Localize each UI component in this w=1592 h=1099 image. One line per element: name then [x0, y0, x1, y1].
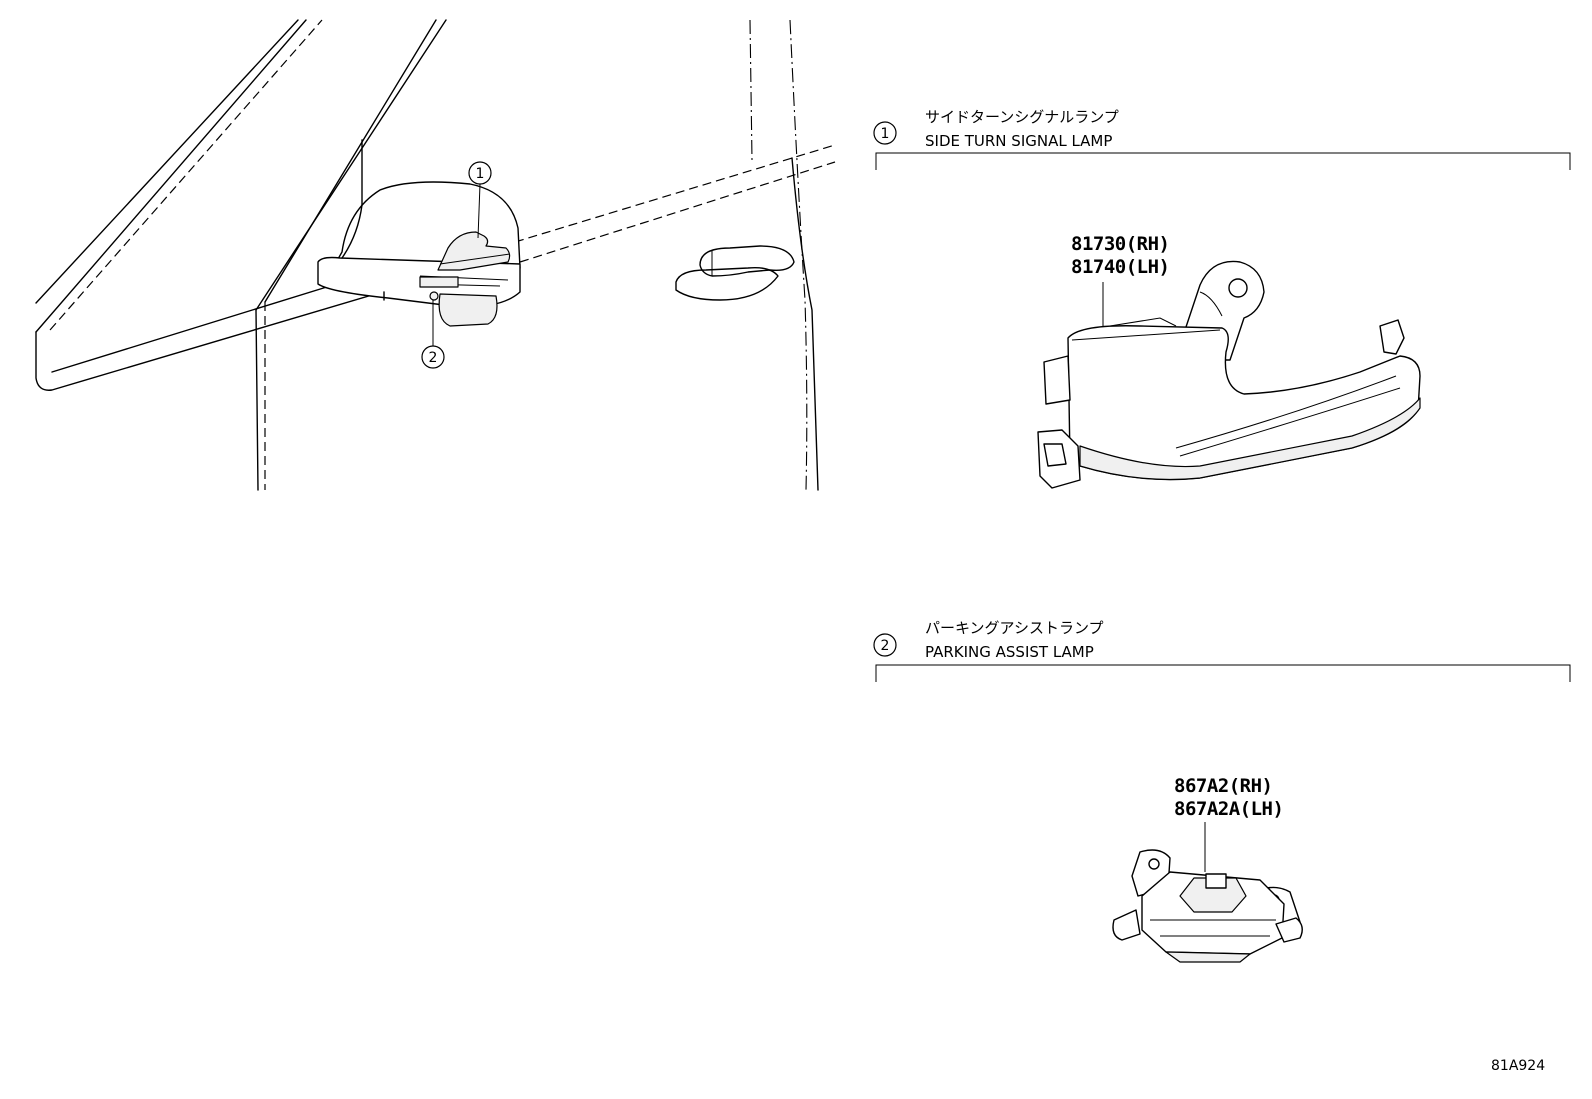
parking-assist-lamp-illustration	[1112, 822, 1303, 963]
vehicle-overview: 1 2	[35, 19, 836, 491]
group-1-number: 1	[881, 126, 890, 142]
callout-2-number: 2	[429, 350, 438, 366]
callout-1-number: 1	[476, 166, 485, 182]
group-2-number: 2	[881, 638, 890, 654]
group-1-header: 1	[873, 121, 1571, 170]
callout-2-circle	[421, 345, 445, 369]
callout-1-circle	[468, 161, 492, 185]
part-number-867A2A: 867A2A(LH)	[1174, 798, 1284, 820]
part-number-81740: 81740(LH)	[1071, 256, 1170, 278]
illustration-id: 81A924	[1491, 1058, 1546, 1074]
group-2-header: 2	[873, 633, 1571, 682]
group-2-title-en: PARKING ASSIST LAMP	[925, 643, 1094, 661]
part-number-867A2: 867A2(RH)	[1174, 775, 1273, 797]
group-1-title-jp: サイドターンシグナルランプ	[925, 108, 1119, 126]
group-1-title-en: SIDE TURN SIGNAL LAMP	[925, 132, 1113, 150]
part-number-81730: 81730(RH)	[1071, 233, 1170, 255]
group-2-title-jp: パーキングアシストランプ	[925, 619, 1104, 637]
side-turn-signal-lamp-illustration	[1037, 260, 1421, 489]
